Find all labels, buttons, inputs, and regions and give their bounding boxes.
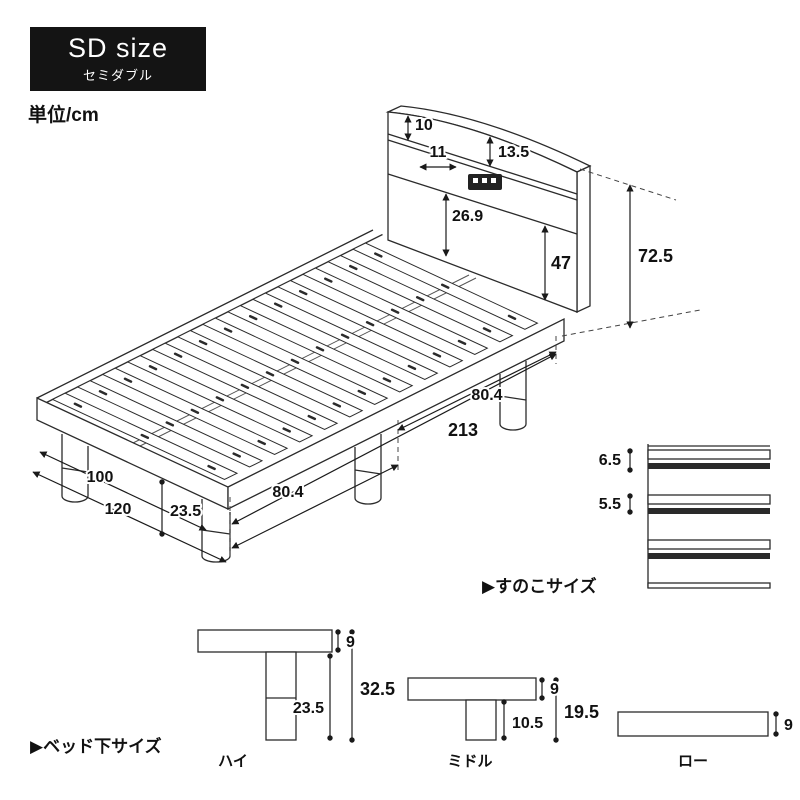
dim-inner-width: 100: [87, 469, 114, 486]
slat-notch-mark: [190, 408, 200, 414]
slat-notch-mark: [482, 327, 492, 333]
dim-leg-height: 23.5: [293, 700, 324, 717]
leg: [265, 651, 297, 741]
slat-notch-mark: [173, 352, 183, 358]
slat-notch-mark: [140, 433, 150, 440]
sunoko-gap: [648, 553, 770, 559]
bed-leg-mid-near: [354, 434, 382, 505]
underbed-variant-low: 9 ロー: [617, 711, 795, 770]
dim-headboard-top-opening: 10: [415, 117, 433, 134]
slat-notch-mark: [349, 264, 358, 271]
dim-inner-height: 26.9: [452, 208, 483, 225]
slat-notch-mark: [324, 277, 333, 283]
dim-lower-span: 80.4: [272, 484, 303, 501]
frame-board: [617, 711, 769, 737]
dim-board-thickness: 9: [346, 634, 355, 651]
underbed-diagrams: ▶ベッド下サイズ 9 23.5 32.5 ハイ: [30, 629, 795, 770]
slat-notch-mark: [215, 396, 225, 402]
slat-notch-mark: [223, 327, 233, 333]
dim-line-lower-span: [231, 464, 399, 549]
underbed-section-title: ▶ベッド下サイズ: [30, 736, 162, 756]
headboard: [385, 105, 592, 314]
slat-notch-mark: [123, 377, 133, 383]
dim-board-thickness: 9: [550, 681, 559, 698]
slat-notch-mark: [365, 321, 375, 327]
underbed-variant-high: 9 23.5 32.5 ハイ: [197, 629, 397, 770]
slat-notch-mark: [415, 296, 425, 302]
dim-total-height: 72.5: [638, 246, 673, 266]
extension-line-top: [579, 168, 677, 201]
headboard-compartment-line: [387, 173, 578, 235]
dim-outer-width: 120: [105, 501, 132, 518]
slat-notch-mark: [507, 314, 517, 320]
variant-name: ミドル: [447, 753, 492, 770]
dim-shelf-height: 13.5: [498, 144, 529, 161]
dim-leg-height: 10.5: [512, 715, 543, 732]
slat-notch-mark: [73, 402, 83, 408]
sunoko-gap: [648, 508, 770, 514]
headboard-shelf-top-line: [387, 133, 578, 195]
sunoko-section-title: ▶すのこサイズ: [482, 576, 597, 596]
slat-notch-mark: [198, 339, 208, 346]
bed-isometric-drawing: [36, 105, 701, 563]
slat-notch-mark: [165, 421, 175, 427]
sunoko-detail: 6.5 5.5 ▶すのこサイズ: [482, 444, 771, 596]
headboard-side-panel: [576, 164, 591, 314]
unit-label: 単位/cm: [28, 105, 99, 126]
variant-name: ロー: [678, 753, 708, 770]
headboard-shelf-bottom-line: [387, 139, 578, 201]
extension-line-bottom: [561, 309, 701, 337]
headboard-front-face: [387, 111, 578, 313]
outlet-socket-icon: [491, 178, 496, 183]
sunoko-slat: [647, 494, 771, 505]
size-badge-title: SD size: [67, 33, 169, 63]
dim-upper-span: 80.4: [471, 387, 502, 404]
dim-sunoko-pitch-b: 5.5: [599, 496, 621, 513]
slat-notch-mark: [273, 302, 283, 308]
slat-notch-mark: [98, 390, 108, 396]
sunoko-slat: [647, 582, 771, 589]
dim-total-height: 19.5: [564, 702, 599, 722]
frame-board: [407, 677, 537, 701]
slat-notch-mark: [207, 464, 216, 471]
slat-notch-mark: [457, 339, 467, 346]
dim-shelf-depth: 11: [430, 144, 447, 161]
variant-name: ハイ: [218, 753, 248, 770]
size-badge-subtitle: セミダブル: [82, 68, 153, 83]
dim-sunoko-pitch-a: 6.5: [599, 452, 621, 469]
far-rail-edge: [36, 229, 374, 399]
slat-notch-mark: [374, 252, 383, 258]
outlet-socket-icon: [473, 178, 478, 183]
dim-total-length: 213: [448, 420, 478, 440]
slat-notch-mark: [315, 346, 325, 352]
slat-notch-mark: [340, 333, 350, 339]
sunoko-slat: [647, 449, 771, 460]
sunoko-slat: [647, 539, 771, 550]
size-badge: SD size セミダブル: [30, 27, 206, 91]
sunoko-gap: [648, 463, 770, 469]
dim-total-height: 32.5: [360, 679, 395, 699]
outlet-socket-icon: [482, 178, 487, 183]
slat-notch-mark: [390, 308, 400, 314]
dim-headboard-height: 47: [551, 253, 571, 273]
dim-board-thickness: 9: [784, 717, 793, 734]
slat-notch-mark: [298, 289, 308, 296]
slat-notch-mark: [440, 283, 450, 289]
dimension-annotations: 10 11 13.5 26.9 47 72.5 80.4 213 80.4 10…: [32, 115, 675, 563]
slat-notch-mark: [248, 314, 258, 321]
dim-line-outer-width: [32, 471, 227, 563]
dim-under-clearance: 23.5: [170, 503, 201, 520]
slat-notch-mark: [148, 365, 158, 371]
frame-board: [197, 629, 333, 653]
leg: [465, 699, 497, 741]
underbed-variant-middle: 9 10.5 19.5 ミドル: [407, 677, 601, 770]
